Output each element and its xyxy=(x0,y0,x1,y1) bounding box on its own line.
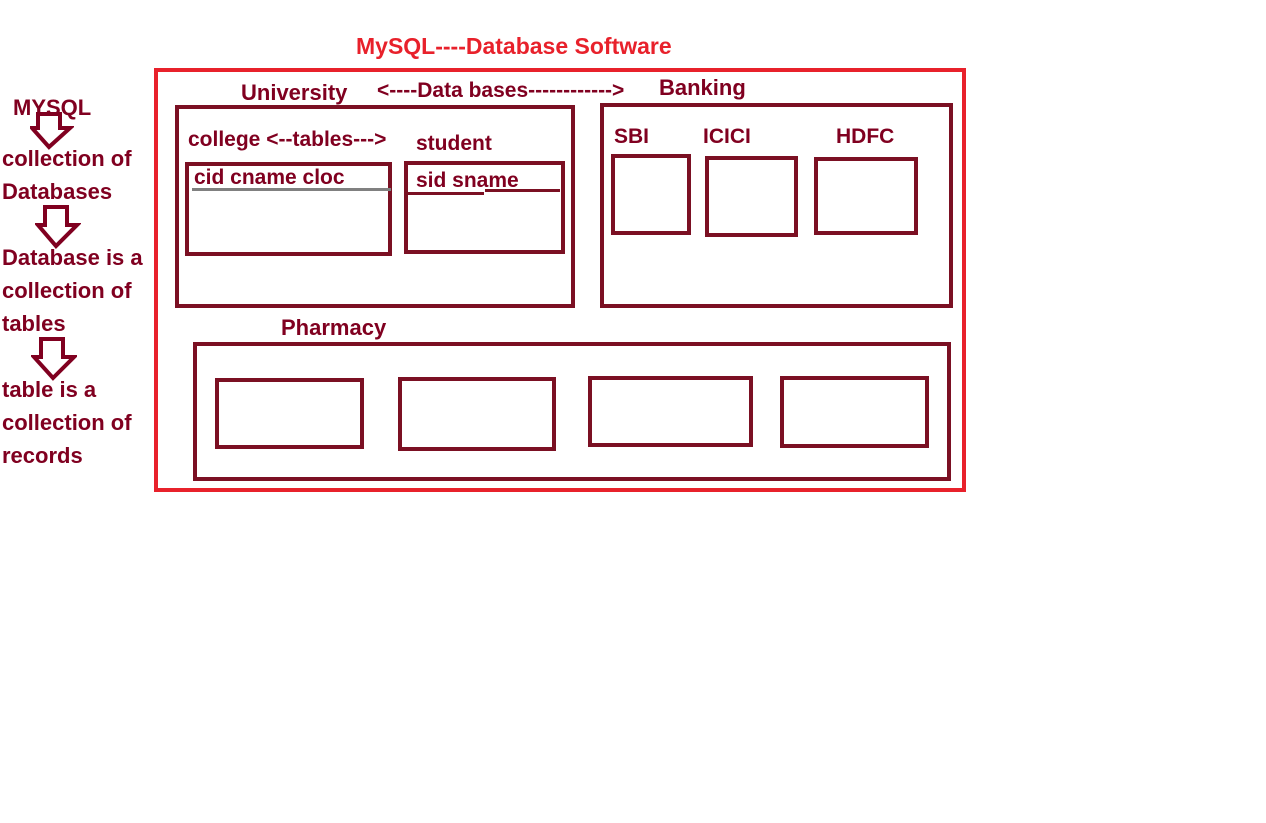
pharmacy-table-1 xyxy=(215,378,364,449)
sidebar-step2: Database is a collection of tables xyxy=(2,241,143,340)
pharmacy-table-3 xyxy=(588,376,753,447)
down-arrow-icon xyxy=(31,337,77,381)
pharmacy-table-4 xyxy=(780,376,929,448)
bank-table-hdfc xyxy=(814,157,918,235)
pharmacy-database-box xyxy=(193,342,951,481)
down-arrow-icon xyxy=(35,205,81,249)
sidebar-step2-line3: tables xyxy=(2,311,66,336)
sidebar-step1-line2: Databases xyxy=(2,179,113,204)
mysql-container xyxy=(154,68,966,492)
banking-database-box xyxy=(600,103,953,308)
bank-label-icici: ICICI xyxy=(703,125,751,148)
databases-label: <----Data bases------------> xyxy=(377,79,625,102)
sidebar-step3-line2: collection of xyxy=(2,410,132,435)
student-header-underline-2 xyxy=(485,189,560,192)
tables-label: college <--tables---> xyxy=(188,128,387,151)
pharmacy-table-2 xyxy=(398,377,556,451)
college-columns: cid cname cloc xyxy=(194,166,345,189)
sidebar-step3: table is a collection of records xyxy=(2,373,132,472)
student-table-box xyxy=(404,161,565,254)
sidebar-step2-line1: Database is a xyxy=(2,245,143,270)
student-columns: sid sname xyxy=(416,169,519,192)
college-table-box xyxy=(185,162,392,256)
mysql-label: MYSQL xyxy=(13,95,92,120)
sidebar-step1-line1: collection of xyxy=(2,146,132,171)
sidebar-step3-line1: table is a xyxy=(2,377,97,402)
college-header-underline xyxy=(192,188,391,191)
sidebar-step1: collection of Databases xyxy=(2,142,132,208)
banking-label: Banking xyxy=(659,75,746,100)
diagram-title: MySQL----Database Software xyxy=(356,33,672,59)
bank-label-sbi: SBI xyxy=(614,125,650,148)
sidebar-step3-line3: records xyxy=(2,443,83,468)
bank-table-sbi xyxy=(611,154,691,235)
university-label: University xyxy=(241,80,348,105)
pharmacy-label: Pharmacy xyxy=(281,315,387,340)
down-arrow-icon xyxy=(30,112,74,150)
university-database-box xyxy=(175,105,575,308)
student-header-underline-1 xyxy=(408,192,484,195)
student-table-label: student xyxy=(416,132,492,155)
sidebar-step2-line2: collection of xyxy=(2,278,132,303)
bank-label-hdfc: HDFC xyxy=(836,125,895,148)
bank-table-icici xyxy=(705,156,798,237)
